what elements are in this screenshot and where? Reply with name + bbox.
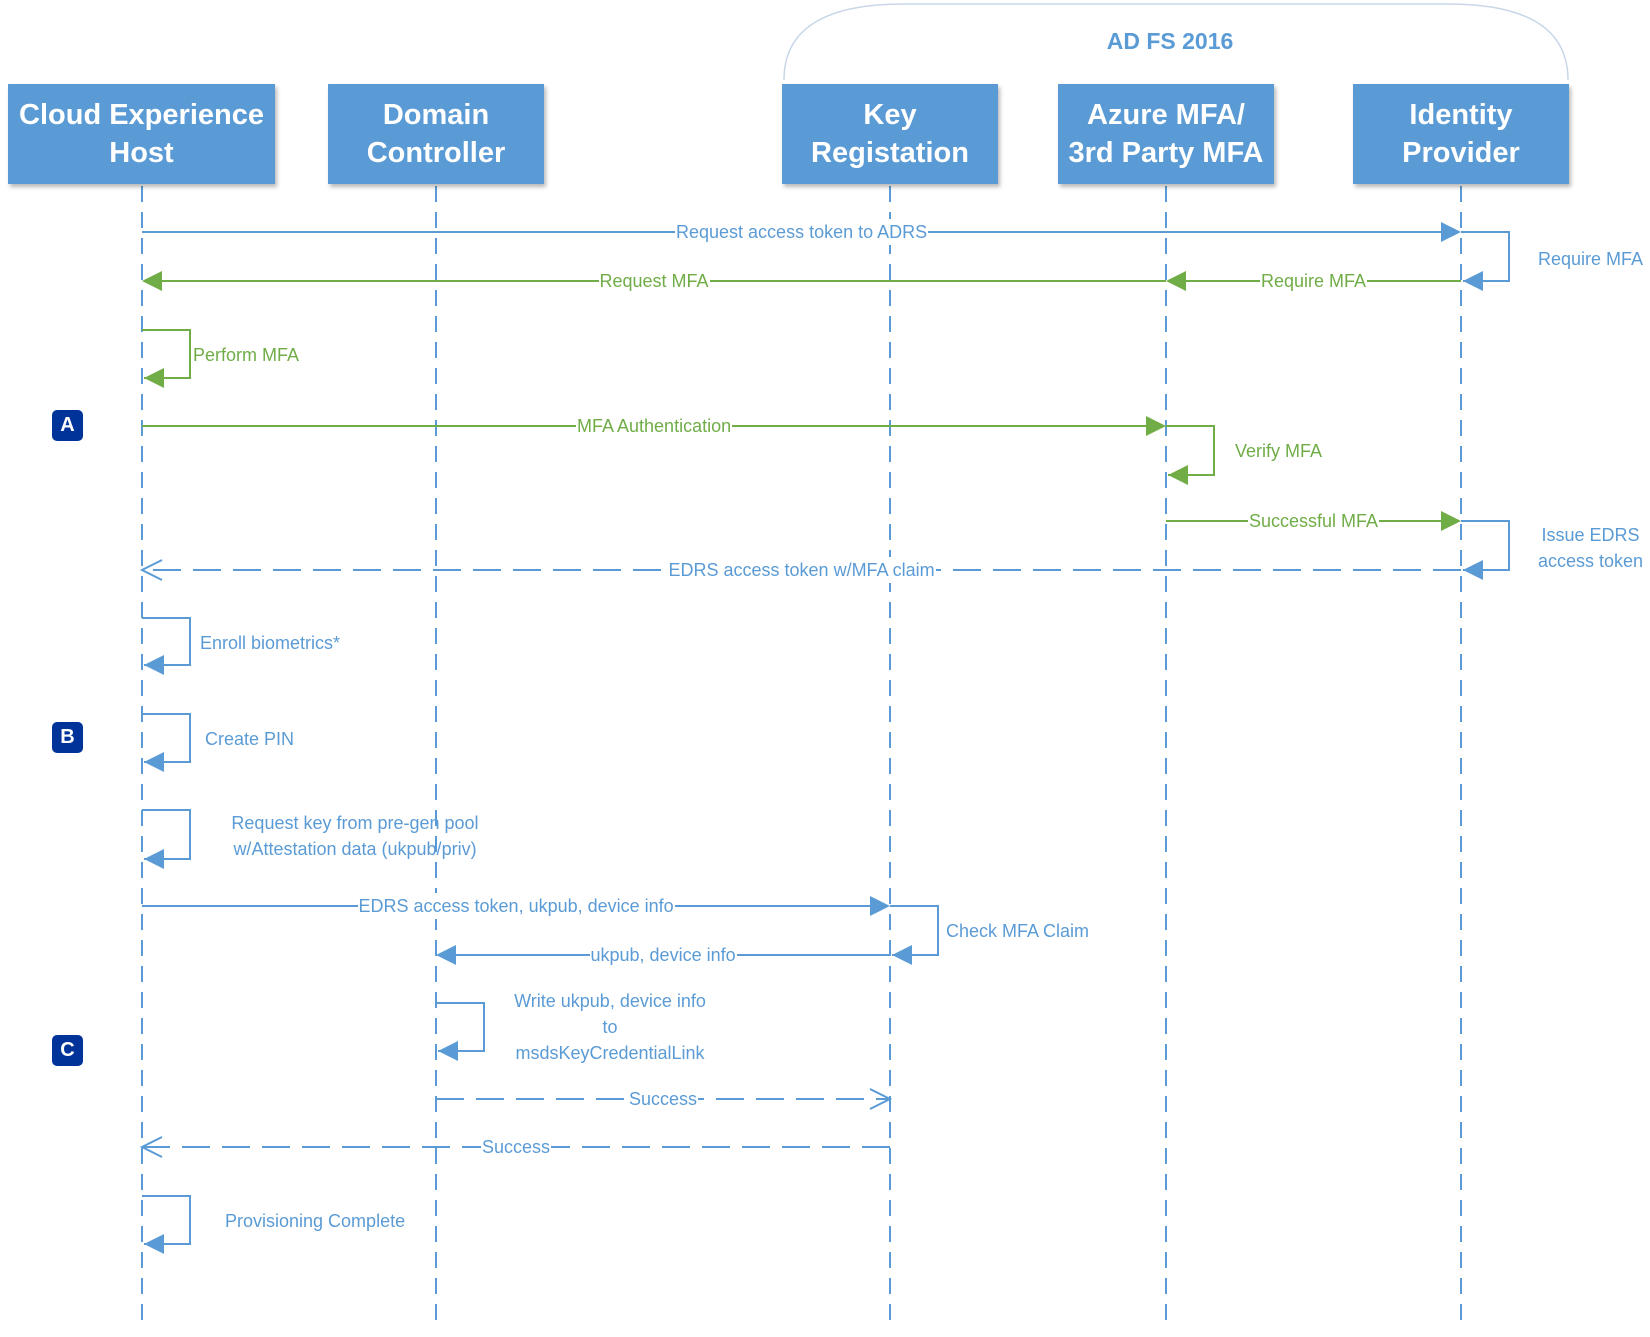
self-message-1 (1461, 231, 1510, 282)
message-arrowhead (1166, 271, 1186, 291)
self-message-8 (1461, 520, 1510, 571)
message-label: Require MFA (1260, 268, 1368, 294)
message-label: Request MFA (598, 268, 710, 294)
self-message-arrowhead (144, 1234, 164, 1254)
message-arrowhead (1441, 222, 1461, 242)
self-message-arrowhead (438, 1041, 458, 1061)
phase-marker-c: C (52, 1035, 83, 1066)
actor-azure-mfa: Azure MFA/ 3rd Party MFA (1058, 84, 1274, 184)
self-message-11 (142, 713, 191, 763)
message-arrowhead (139, 1136, 163, 1158)
self-message-14 (890, 905, 939, 956)
self-message-label: Check MFA Claim (946, 921, 1090, 941)
actor-domain-controller: Domain Controller (328, 84, 544, 184)
message-label: Request access token to ADRS (675, 219, 929, 245)
actor-label: Azure MFA/ 3rd Party MFA (1068, 99, 1264, 169)
self-message-label: Verify MFA (1235, 441, 1323, 461)
message-label: EDRS access token, ukpub, device info (357, 893, 675, 919)
phase-marker-a: A (52, 410, 83, 441)
message-arrowhead (142, 271, 162, 291)
ad-fs-group-label: AD FS 2016 (1106, 28, 1234, 54)
self-message-6 (1166, 425, 1215, 476)
message-arrowhead (436, 945, 456, 965)
self-message-10 (142, 617, 191, 666)
message-arrowhead (139, 559, 163, 581)
message-label: Success (628, 1086, 699, 1112)
self-message-label: Request key from pre-gen pool w/Attestat… (231, 813, 479, 859)
message-arrowhead (870, 896, 890, 916)
self-message-label: Provisioning Complete (225, 1211, 406, 1231)
actor-label: Cloud Experience Host (19, 99, 264, 169)
self-message-label: Issue EDRS access token (1537, 525, 1644, 571)
message-label: EDRS access token w/MFA claim (667, 557, 936, 583)
message-arrowhead (869, 1088, 893, 1110)
actor-label: Domain Controller (366, 99, 506, 169)
message-arrowhead (1441, 511, 1461, 531)
self-message-arrowhead (144, 849, 164, 869)
self-message-label: Enroll biometrics* (200, 633, 341, 653)
actor-label: Identity Provider (1402, 99, 1520, 169)
self-message-arrowhead (144, 368, 164, 388)
phase-marker-b: B (52, 722, 83, 753)
message-label: Successful MFA (1248, 508, 1380, 534)
self-message-label: Perform MFA (193, 345, 300, 365)
self-message-arrowhead (144, 752, 164, 772)
message-label: Success (481, 1134, 552, 1160)
actor-label: Key Registation (811, 99, 969, 169)
self-message-arrowhead (892, 945, 912, 965)
message-label: ukpub, device info (589, 942, 737, 968)
self-message-19 (142, 1195, 191, 1245)
actor-identity-provider: Identity Provider (1353, 84, 1569, 184)
message-arrowhead (1146, 416, 1166, 436)
self-message-16 (436, 1002, 485, 1052)
self-message-arrowhead (1463, 560, 1483, 580)
self-message-label: Require MFA (1537, 249, 1644, 269)
self-message-label: Write ukpub, device info to msdsKeyCrede… (514, 991, 706, 1063)
actor-cloud-experience-host: Cloud Experience Host (8, 84, 275, 184)
message-label: MFA Authentication (576, 413, 733, 439)
self-message-12 (142, 809, 191, 860)
self-message-label: Create PIN (205, 729, 295, 749)
self-message-arrowhead (1463, 271, 1483, 291)
ad-fs-group-bracket (783, 3, 1569, 81)
actor-key-registration: Key Registation (782, 84, 998, 184)
self-message-arrowhead (144, 655, 164, 675)
self-message-4 (142, 329, 191, 379)
self-message-arrowhead (1168, 465, 1188, 485)
